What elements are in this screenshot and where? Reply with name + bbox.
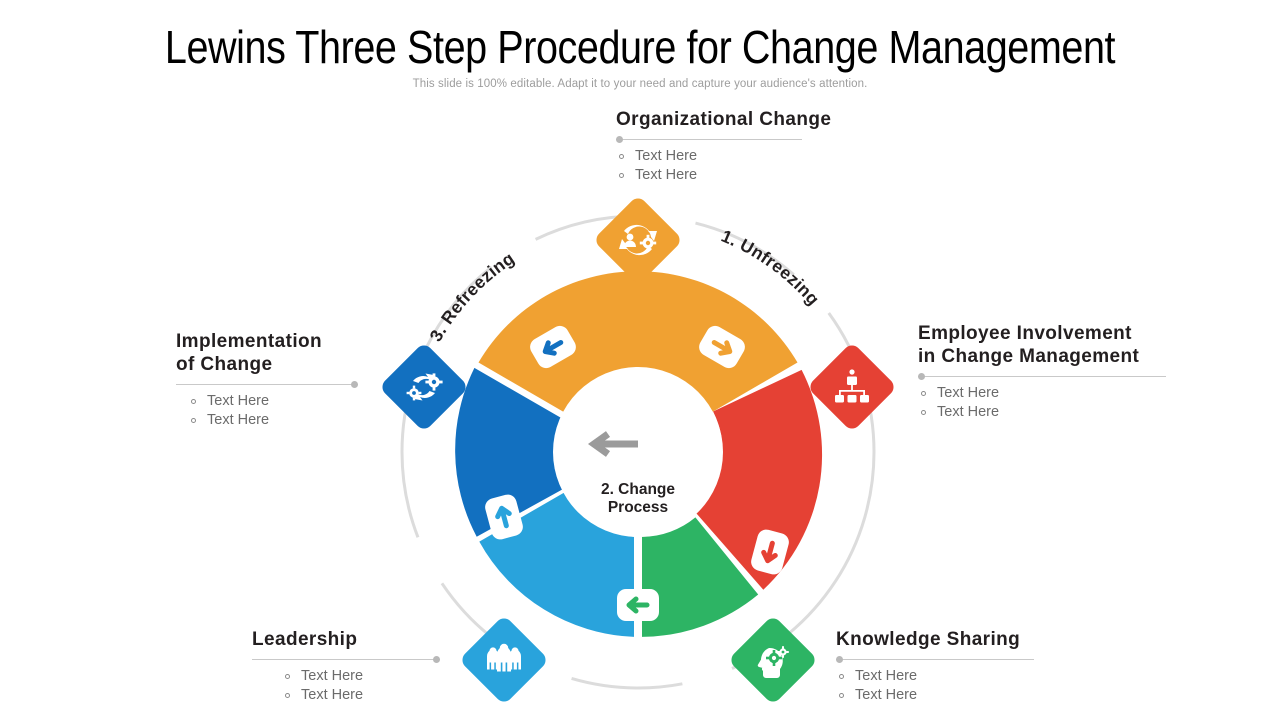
callout-title: Leadership <box>252 629 358 650</box>
org-chart-hierarchy-icon <box>835 369 869 403</box>
gears-cycle-icon <box>406 373 443 401</box>
donut-segments <box>455 271 823 637</box>
callout-title: Knowledge Sharing <box>836 629 1021 650</box>
green-diamond-badge[interactable] <box>728 615 819 706</box>
dark-blue-diamond-badge[interactable] <box>379 342 470 433</box>
people-group-icon <box>487 643 521 672</box>
list-item: Text Here <box>282 686 440 705</box>
callout-title-line2: of Change <box>176 354 273 375</box>
process-cycle-people-gear-icon <box>619 224 657 256</box>
orange-diamond-badge[interactable] <box>593 195 684 286</box>
callout-divider <box>176 380 358 389</box>
divider-line <box>918 376 1166 377</box>
divider-dot <box>918 373 925 380</box>
callout-organizational-change: Organizational Change Text Here Text Her… <box>616 108 832 185</box>
arc-label-unfreezing-text: 1. Unfreezing <box>718 226 823 309</box>
dark-blue-segment[interactable] <box>455 367 565 537</box>
callout-bullets: Text Here Text Here <box>252 667 440 705</box>
list-item: Text Here <box>282 667 440 686</box>
callout-title: Organizational Change <box>616 109 832 130</box>
connector-bottom[interactable] <box>617 589 659 621</box>
callout-implementation-of-change: Implementation of Change Text Here Text … <box>176 330 358 430</box>
light-blue-diamond-badge[interactable] <box>459 615 550 706</box>
callout-bullets: Text Here Text Here <box>176 392 358 430</box>
callout-divider <box>252 655 440 664</box>
center-label-line2: Process <box>608 499 668 516</box>
callout-divider <box>918 372 1166 381</box>
connector-bottom-left[interactable] <box>483 493 525 542</box>
center-left-arrow-icon <box>587 431 638 457</box>
divider-dot <box>616 136 623 143</box>
inner-disc <box>553 367 723 537</box>
list-item: Text Here <box>836 686 1034 705</box>
center-label-line1: 2. Change <box>601 481 675 498</box>
callout-title-line2: in Change Management <box>918 346 1140 367</box>
segment-connectors <box>483 323 791 621</box>
orange-segment[interactable] <box>478 271 798 413</box>
list-item: Text Here <box>836 667 1034 686</box>
list-item: Text Here <box>616 147 802 166</box>
connector-bottom-right[interactable] <box>749 528 791 577</box>
list-item: Text Here <box>188 411 358 430</box>
list-item: Text Here <box>918 403 1166 422</box>
arc-label-unfreezing: 1. Unfreezing <box>718 226 823 309</box>
page-subtitle: This slide is 100% editable. Adapt it to… <box>412 78 868 90</box>
head-gears-knowledge-icon <box>757 646 789 678</box>
callout-bullets: Text Here Text Here <box>836 667 1034 705</box>
callout-employee-involvement: Employee Involvement in Change Managemen… <box>918 322 1166 422</box>
divider-line <box>616 139 802 140</box>
callout-bullets: Text Here Text Here <box>918 384 1166 422</box>
callout-bullets: Text Here Text Here <box>616 147 802 185</box>
divider-dot <box>836 656 843 663</box>
connector-top-left[interactable] <box>527 323 579 372</box>
callout-divider <box>836 655 1034 664</box>
green-segment[interactable] <box>642 517 759 637</box>
callout-title-line1: Employee Involvement <box>918 323 1132 344</box>
divider-line <box>176 384 358 385</box>
callout-divider <box>616 135 802 144</box>
divider-dot <box>351 381 358 388</box>
list-item: Text Here <box>918 384 1166 403</box>
page-title: Lewins Three Step Procedure for Change M… <box>164 21 1116 73</box>
callout-knowledge-sharing: Knowledge Sharing Text Here Text Here <box>836 628 1034 705</box>
list-item: Text Here <box>616 166 802 185</box>
divider-dot <box>433 656 440 663</box>
divider-line <box>252 659 440 660</box>
connector-top-right[interactable] <box>696 323 748 372</box>
red-segment[interactable] <box>695 369 823 590</box>
callout-leadership: Leadership Text Here Text Here <box>252 628 440 705</box>
callout-title-line1: Implementation <box>176 331 323 352</box>
change-management-wheel: 2. Change Process 1. Unfreezing 3. Refre… <box>378 192 898 712</box>
red-diamond-badge[interactable] <box>807 342 898 433</box>
divider-line <box>836 659 1034 660</box>
list-item: Text Here <box>188 392 358 411</box>
